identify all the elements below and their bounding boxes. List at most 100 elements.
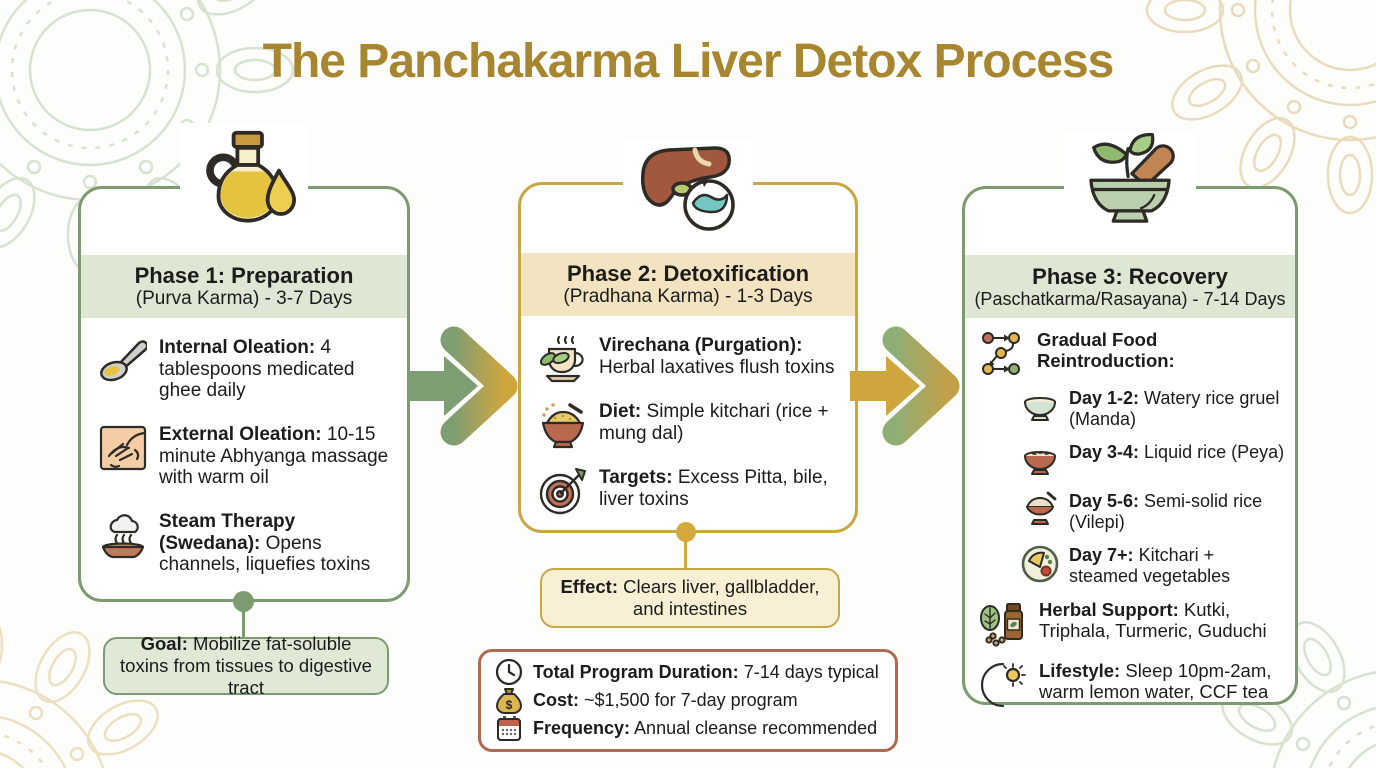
- phase3-subtitle: (Paschatkarma/Rasayana) - 7-14 Days: [974, 288, 1286, 309]
- arrow-phase1-to-phase2: [408, 326, 518, 446]
- summary-text: Cost: ~$1,500 for 7-day program: [533, 690, 798, 711]
- red-bowl-icon: [1021, 442, 1059, 478]
- summary-label: Cost:: [533, 690, 579, 711]
- item-value: Liquid rice (Peya): [1144, 442, 1285, 463]
- program-summary-box: Total Program Duration: 7-14 days typica…: [478, 649, 898, 752]
- item-text: Targets: Excess Pitta, bile, liver toxin…: [599, 467, 847, 510]
- list-item: Day 5-6: Semi-solid rice (Vilepi): [1021, 491, 1287, 532]
- list-item: Gradual Food Reintroduction:: [979, 329, 1287, 375]
- phase3-items: Gradual Food Reintroduction: Day 1-2: Wa…: [979, 329, 1287, 708]
- effect-label: Effect:: [560, 575, 618, 597]
- item-value: Kutki, Triphala, Turmeric, Guduchi: [1039, 599, 1267, 642]
- phase3-card: Phase 3: Recovery (Paschatkarma/Rasayana…: [962, 131, 1298, 708]
- item-label: Virechana (Purgation):: [599, 335, 803, 356]
- item-label: Diet:: [599, 401, 642, 422]
- list-item: Internal Oleation: 4 tablespoons medicat…: [99, 337, 399, 402]
- item-value: Simple kitchari (rice + mung dal): [599, 401, 829, 444]
- goal-note: Goal: Mobilize fat-soluble toxins from t…: [103, 633, 389, 698]
- phase1-card: Phase 1: Preparation (Purva Karma) - 3-7…: [78, 123, 410, 602]
- item-text: Virechana (Purgation): Herbal laxatives …: [599, 335, 847, 378]
- goal-value: Mobilize fat-soluble toxins from tissues…: [120, 632, 372, 699]
- summary-text: Total Program Duration: 7-14 days typica…: [533, 662, 879, 683]
- summary-label: Total Program Duration:: [533, 661, 739, 682]
- list-item: Targets: Excess Pitta, bile, liver toxin…: [539, 467, 847, 515]
- item-text: Day 5-6: Semi-solid rice (Vilepi): [1069, 491, 1287, 532]
- item-text: Day 7+: Kitchari + steamed vegetables: [1069, 545, 1287, 586]
- item-label: Day 1-2:: [1069, 388, 1140, 408]
- spoon-icon: [99, 337, 149, 385]
- phase2-items: Virechana (Purgation): Herbal laxatives …: [539, 335, 847, 515]
- item-value: Semi-solid rice (Vilepi): [1069, 491, 1263, 532]
- item-text: Day 1-2: Watery rice gruel (Manda): [1069, 388, 1287, 429]
- massage-icon: [99, 424, 147, 472]
- summary-row-duration: Total Program Duration: 7-14 days typica…: [495, 658, 881, 686]
- kitchari-plate-icon: [1021, 545, 1059, 583]
- summary-value: ~$1,500 for 7-day program: [584, 690, 798, 711]
- summary-row-cost: $ Cost: ~$1,500 for 7-day program: [495, 687, 881, 715]
- oil-bottle-icon: [180, 123, 308, 237]
- item-value: 10-15 minute Abhyanga massage with warm …: [159, 423, 389, 489]
- item-value: Herbal laxatives flush toxins: [599, 356, 835, 378]
- target-icon: [539, 467, 587, 515]
- phase1-title: Phase 1: Preparation: [134, 262, 354, 288]
- item-text: External Oleation: 10-15 minute Abhyanga…: [159, 424, 399, 489]
- goal-label: Goal:: [140, 632, 188, 654]
- svg-text:$: $: [506, 698, 513, 712]
- page-title: The Panchakarma Liver Detox Process: [262, 35, 1115, 88]
- item-text: Gradual Food Reintroduction:: [1037, 329, 1287, 371]
- item-value: Watery rice gruel (Manda): [1069, 388, 1280, 429]
- phase3-header: Phase 3: Recovery (Paschatkarma/Rasayana…: [965, 255, 1295, 318]
- green-bowl-icon: [1021, 388, 1059, 424]
- money-bag-icon: $: [495, 687, 523, 715]
- phase1-subtitle: (Purva Karma) - 3-7 Days: [135, 288, 353, 310]
- item-label: Day 5-6:: [1069, 491, 1140, 512]
- summary-value: Annual cleanse recommended: [634, 718, 878, 739]
- flow-steps-icon: [979, 329, 1025, 375]
- item-value: Kitchari + steamed vegetables: [1069, 545, 1231, 586]
- item-text: Internal Oleation: 4 tablespoons medicat…: [159, 337, 399, 402]
- kitchari-bowl-icon: [539, 401, 587, 449]
- arrow-phase2-to-phase3: [850, 326, 960, 446]
- item-label: Herbal Support:: [1039, 599, 1179, 621]
- moon-sun-icon: [979, 660, 1027, 708]
- item-value: Sleep 10pm-2am, warm lemon water, CCF te…: [1039, 660, 1272, 703]
- phase2-subtitle: (Pradhana Karma) - 1-3 Days: [563, 286, 813, 308]
- herb-bottle-icon: [979, 599, 1027, 647]
- item-text: Lifestyle: Sleep 10pm-2am, warm lemon wa…: [1039, 660, 1287, 702]
- list-item: Steam Therapy (Swedana): Opens channels,…: [99, 511, 399, 576]
- summary-label: Frequency:: [533, 718, 631, 739]
- phase2-card: Phase 2: Detoxification (Pradhana Karma)…: [518, 139, 858, 533]
- item-label: Internal Oleation:: [159, 337, 316, 358]
- item-text: Diet: Simple kitchari (rice + mung dal): [599, 401, 847, 444]
- phase1-items: Internal Oleation: 4 tablespoons medicat…: [99, 337, 399, 576]
- list-item: Day 1-2: Watery rice gruel (Manda): [1021, 388, 1287, 429]
- item-text: Steam Therapy (Swedana): Opens channels,…: [159, 511, 399, 576]
- clock-icon: [495, 658, 523, 686]
- item-label: Day 7+:: [1069, 545, 1134, 566]
- item-label: External Oleation:: [159, 423, 322, 445]
- item-label: Steam Therapy (Swedana):: [159, 510, 296, 554]
- rice-bowl-icon: [1021, 491, 1059, 529]
- item-value: 4 tablespoons medicated ghee daily: [159, 337, 355, 402]
- herbal-tea-icon: [539, 335, 587, 383]
- summary-text: Frequency: Annual cleanse recommended: [533, 718, 877, 739]
- effect-text: Effect: Clears liver, gallbladder, and i…: [552, 576, 828, 620]
- list-item: Lifestyle: Sleep 10pm-2am, warm lemon wa…: [979, 660, 1287, 708]
- list-item: Herbal Support: Kutki, Triphala, Turmeri…: [979, 599, 1287, 647]
- item-text: Day 3-4: Liquid rice (Peya): [1069, 442, 1284, 463]
- list-item: Day 3-4: Liquid rice (Peya): [1021, 442, 1287, 478]
- item-value: Opens channels, liquefies toxins: [159, 532, 371, 576]
- item-label: Targets:: [599, 467, 673, 488]
- phase2-title: Phase 2: Detoxification: [566, 260, 810, 286]
- phase2-header: Phase 2: Detoxification (Pradhana Karma)…: [521, 253, 855, 316]
- calendar-icon: [495, 715, 523, 743]
- list-item: Diet: Simple kitchari (rice + mung dal): [539, 401, 847, 449]
- phase1-header: Phase 1: Preparation (Purva Karma) - 3-7…: [81, 255, 407, 318]
- phase1-connector-line: [242, 601, 245, 639]
- list-item: External Oleation: 10-15 minute Abhyanga…: [99, 424, 399, 489]
- goal-text: Goal: Mobilize fat-soluble toxins from t…: [115, 633, 377, 700]
- list-item: Virechana (Purgation): Herbal laxatives …: [539, 335, 847, 383]
- effect-value: Clears liver, gallbladder, and intestine…: [623, 575, 820, 619]
- phase2-connector-dot: [676, 522, 696, 542]
